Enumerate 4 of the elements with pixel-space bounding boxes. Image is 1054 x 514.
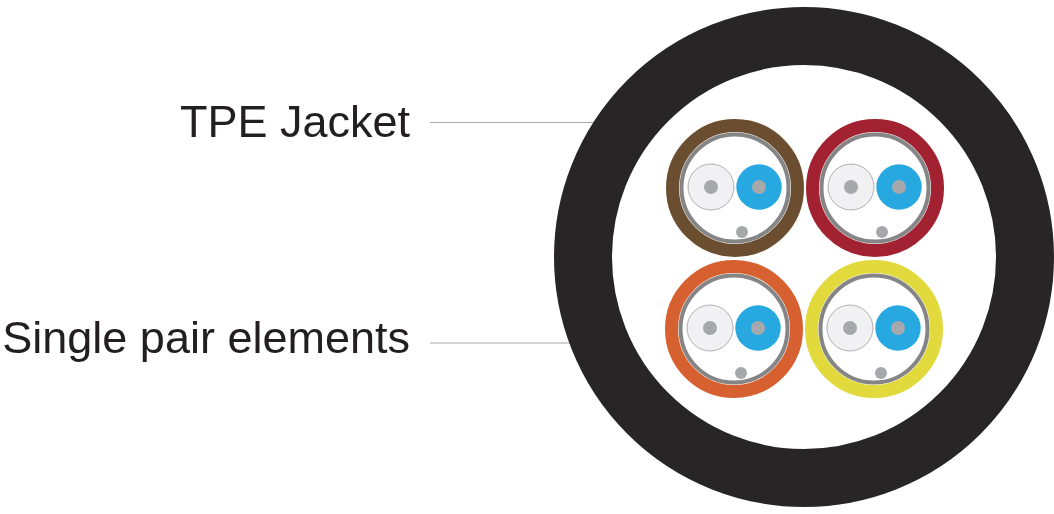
callout-label: TPE Jacket <box>179 99 410 144</box>
pair-element <box>665 259 803 398</box>
callout-label: Single pair elements <box>2 315 410 360</box>
leader-line <box>429 121 594 124</box>
